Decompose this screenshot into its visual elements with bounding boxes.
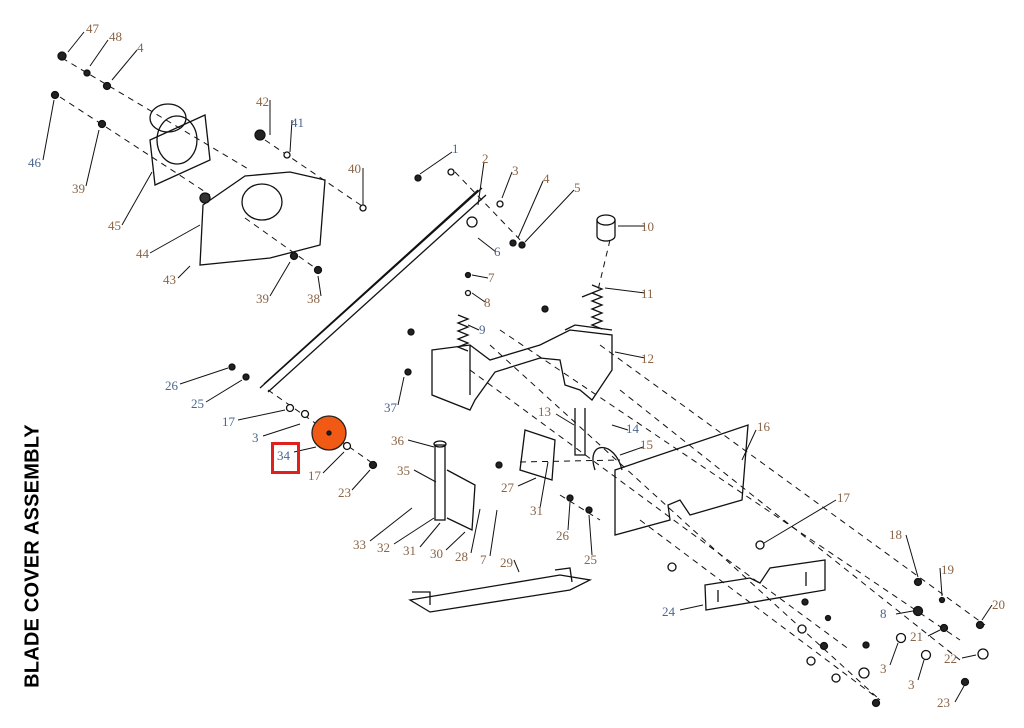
part-label-26: 26 bbox=[556, 528, 569, 543]
part-label-2: 2 bbox=[482, 151, 489, 166]
part-label-10: 10 bbox=[641, 219, 654, 234]
part-label-4: 4 bbox=[137, 40, 144, 55]
diagram-title: BLADE COVER ASSEMBLY bbox=[21, 424, 44, 688]
part-label-40: 40 bbox=[348, 161, 361, 176]
part-label-12: 12 bbox=[641, 351, 654, 366]
part-label-3: 3 bbox=[252, 430, 259, 445]
clip-15 bbox=[592, 446, 623, 471]
post-13 bbox=[574, 408, 586, 456]
part-label-18: 18 bbox=[889, 527, 902, 542]
fasteners bbox=[50, 51, 989, 708]
post-36-35 bbox=[433, 440, 447, 521]
part-label-15: 15 bbox=[640, 437, 653, 452]
part-label-11: 11 bbox=[641, 286, 654, 301]
part-label-14: 14 bbox=[626, 421, 639, 436]
part-label-34: 34 bbox=[277, 448, 290, 463]
knob-10 bbox=[596, 214, 616, 242]
part-label-13: 13 bbox=[538, 404, 551, 419]
part-label-23: 23 bbox=[937, 695, 950, 710]
part-label-31: 31 bbox=[403, 543, 416, 558]
part-label-45: 45 bbox=[108, 218, 121, 233]
part-label-38: 38 bbox=[307, 291, 320, 306]
part-label-4: 4 bbox=[543, 171, 550, 186]
part-label-17: 17 bbox=[222, 414, 235, 429]
part-label-42: 42 bbox=[256, 94, 269, 109]
leader-arrows bbox=[42, 31, 993, 703]
part-label-32: 32 bbox=[377, 540, 390, 555]
bracket-27 bbox=[519, 429, 556, 481]
part-label-24: 24 bbox=[662, 604, 675, 619]
support-rod-2 bbox=[259, 187, 487, 393]
part-label-31: 31 bbox=[530, 503, 543, 518]
part-label-17: 17 bbox=[308, 468, 321, 483]
part-label-39: 39 bbox=[72, 181, 85, 196]
spring-11 bbox=[581, 284, 604, 330]
part-label-29: 29 bbox=[500, 555, 513, 570]
part-label-25: 25 bbox=[191, 396, 204, 411]
blade-guard-bracket-12 bbox=[431, 324, 613, 411]
spring-9 bbox=[456, 314, 470, 352]
part-label-36: 36 bbox=[391, 433, 404, 448]
part-label-8: 8 bbox=[484, 295, 491, 310]
part-label-44: 44 bbox=[136, 246, 149, 261]
highlight-box bbox=[271, 442, 300, 474]
part-label-7: 7 bbox=[480, 552, 487, 567]
part-label-3: 3 bbox=[880, 661, 887, 676]
bearing-housing-45 bbox=[149, 103, 211, 186]
part-label-1: 1 bbox=[452, 141, 459, 156]
part-label-41: 41 bbox=[291, 115, 304, 130]
part-label-16: 16 bbox=[757, 419, 770, 434]
part-label-48: 48 bbox=[109, 29, 122, 44]
part-label-3: 3 bbox=[512, 163, 519, 178]
part-label-47: 47 bbox=[86, 21, 99, 36]
part-label-9: 9 bbox=[479, 322, 486, 337]
part-label-5: 5 bbox=[574, 180, 581, 195]
part-label-20: 20 bbox=[992, 597, 1005, 612]
part-label-23: 23 bbox=[338, 485, 351, 500]
part-label-8: 8 bbox=[880, 606, 887, 621]
part-label-46: 46 bbox=[28, 155, 41, 170]
plate-30 bbox=[446, 469, 476, 532]
part-label-3: 3 bbox=[908, 677, 915, 692]
highlighted-disc-part-34[interactable] bbox=[311, 415, 347, 451]
tray-29 bbox=[408, 567, 593, 613]
parts-outlines bbox=[149, 103, 826, 613]
part-label-27: 27 bbox=[501, 480, 514, 495]
part-label-19: 19 bbox=[941, 562, 954, 577]
part-label-43: 43 bbox=[163, 272, 176, 287]
part-label-28: 28 bbox=[455, 549, 468, 564]
part-label-39: 39 bbox=[256, 291, 269, 306]
part-label-25: 25 bbox=[584, 552, 597, 567]
part-label-26: 26 bbox=[165, 378, 178, 393]
part-label-6: 6 bbox=[494, 244, 501, 259]
blade-cover-16 bbox=[614, 424, 749, 536]
mounting-plate-44 bbox=[199, 171, 326, 266]
dashed-assembly-lines bbox=[59, 57, 986, 701]
part-label-7: 7 bbox=[488, 270, 495, 285]
part-label-17: 17 bbox=[837, 490, 850, 505]
part-label-30: 30 bbox=[430, 546, 443, 561]
slide-plate-24 bbox=[704, 559, 826, 611]
part-label-33: 33 bbox=[353, 537, 366, 552]
part-label-22: 22 bbox=[944, 651, 957, 666]
part-label-37: 37 bbox=[384, 400, 397, 415]
part-label-35: 35 bbox=[397, 463, 410, 478]
part-label-21: 21 bbox=[910, 629, 923, 644]
